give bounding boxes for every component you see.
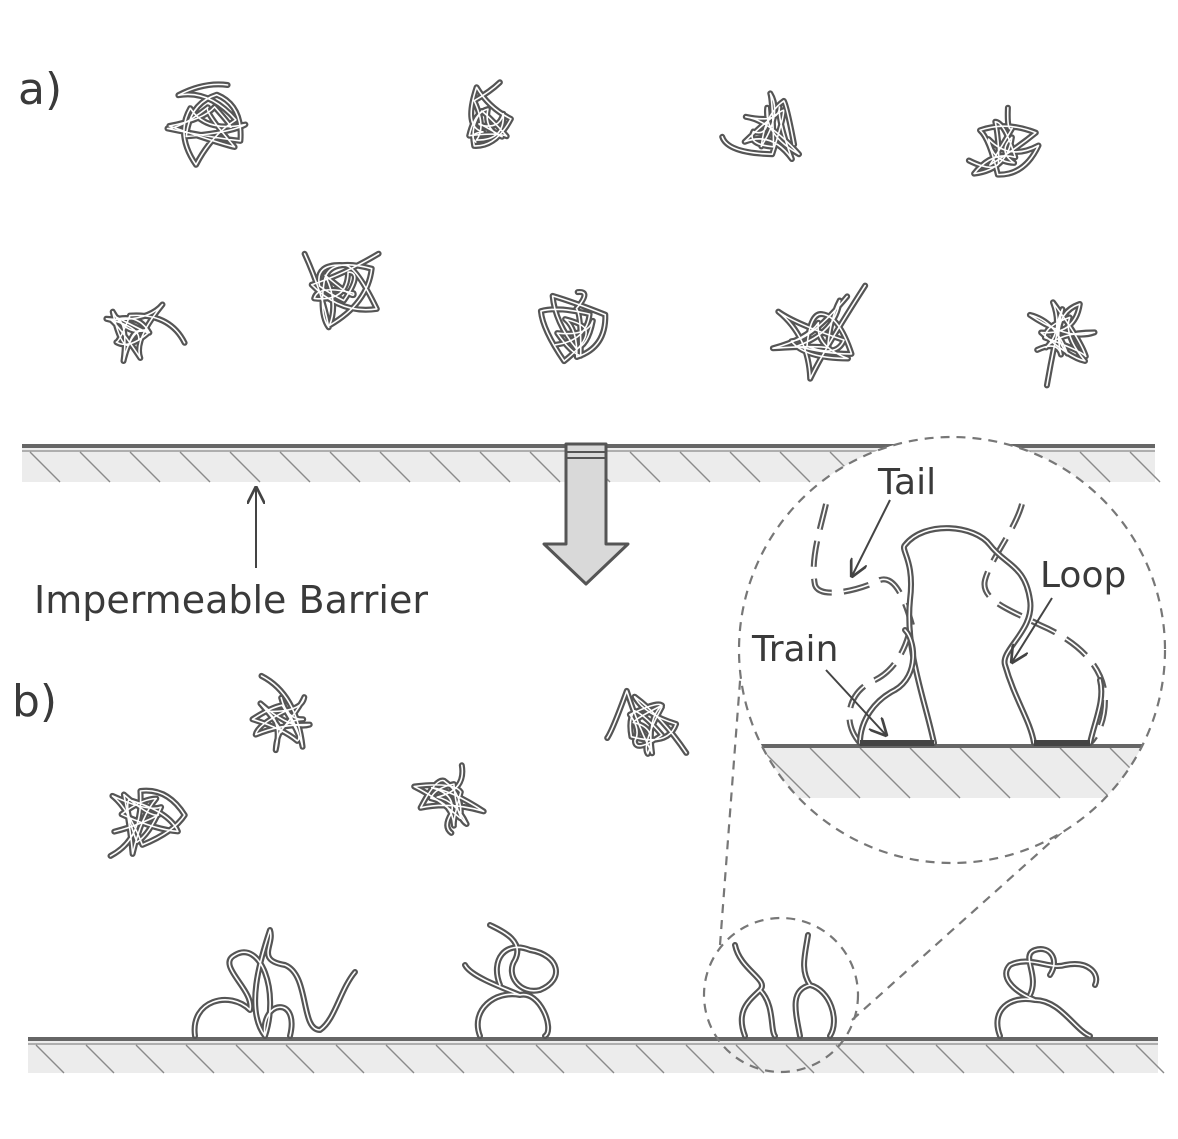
inset-adsorbed-chain	[857, 525, 1105, 746]
inset-dashed-segments	[810, 503, 1109, 746]
panel-b-label: b)	[12, 676, 57, 727]
free-polymer-coil	[103, 301, 188, 364]
adsorbed-chain	[462, 922, 559, 1039]
free-polymer-coil	[249, 672, 313, 754]
loop-label: Loop	[1040, 555, 1126, 596]
loop-pointer	[1012, 597, 1053, 662]
barrier-label: Impermeable Barrier	[34, 578, 428, 622]
tail-label: Tail	[877, 462, 936, 503]
panel-a-label: a)	[18, 64, 62, 115]
free-polymer-coil	[719, 90, 802, 162]
free-polymer-coil	[604, 687, 690, 757]
dashed-chain-segment	[810, 503, 915, 626]
free-polymer-coil	[1026, 299, 1098, 389]
transition-arrow	[542, 442, 630, 586]
free-polymer-coil	[164, 81, 249, 168]
free-polymer-coil	[537, 289, 609, 365]
free-polymer-coil	[466, 79, 514, 149]
panel-a-polymer-coils	[103, 79, 1098, 389]
free-polymer-coil	[965, 104, 1042, 178]
inset-loop-chain	[901, 525, 1037, 746]
adsorbed-chain	[191, 927, 358, 1039]
free-polymer-coil	[411, 762, 487, 836]
train-pointer	[825, 669, 886, 735]
panel-b-polymer-coils	[107, 672, 690, 859]
free-polymer-coil	[769, 282, 869, 382]
dashed-chain-segment	[981, 503, 1109, 746]
zoom-callout	[702, 654, 1121, 1074]
adsorbed-chain	[732, 932, 837, 1039]
dashed-chain-segment	[846, 629, 913, 745]
lower-barrier	[28, 1037, 1165, 1074]
adsorbed-polymer-chains	[191, 922, 1100, 1039]
adsorbed-chain	[994, 946, 1100, 1039]
train-label: Train	[751, 629, 838, 670]
tail-pointer	[852, 499, 891, 576]
inset-train-ends	[857, 627, 1105, 746]
magnified-inset: Tail Loop Train	[737, 435, 1167, 865]
free-polymer-coil	[301, 250, 382, 331]
free-polymer-coil	[107, 787, 188, 859]
